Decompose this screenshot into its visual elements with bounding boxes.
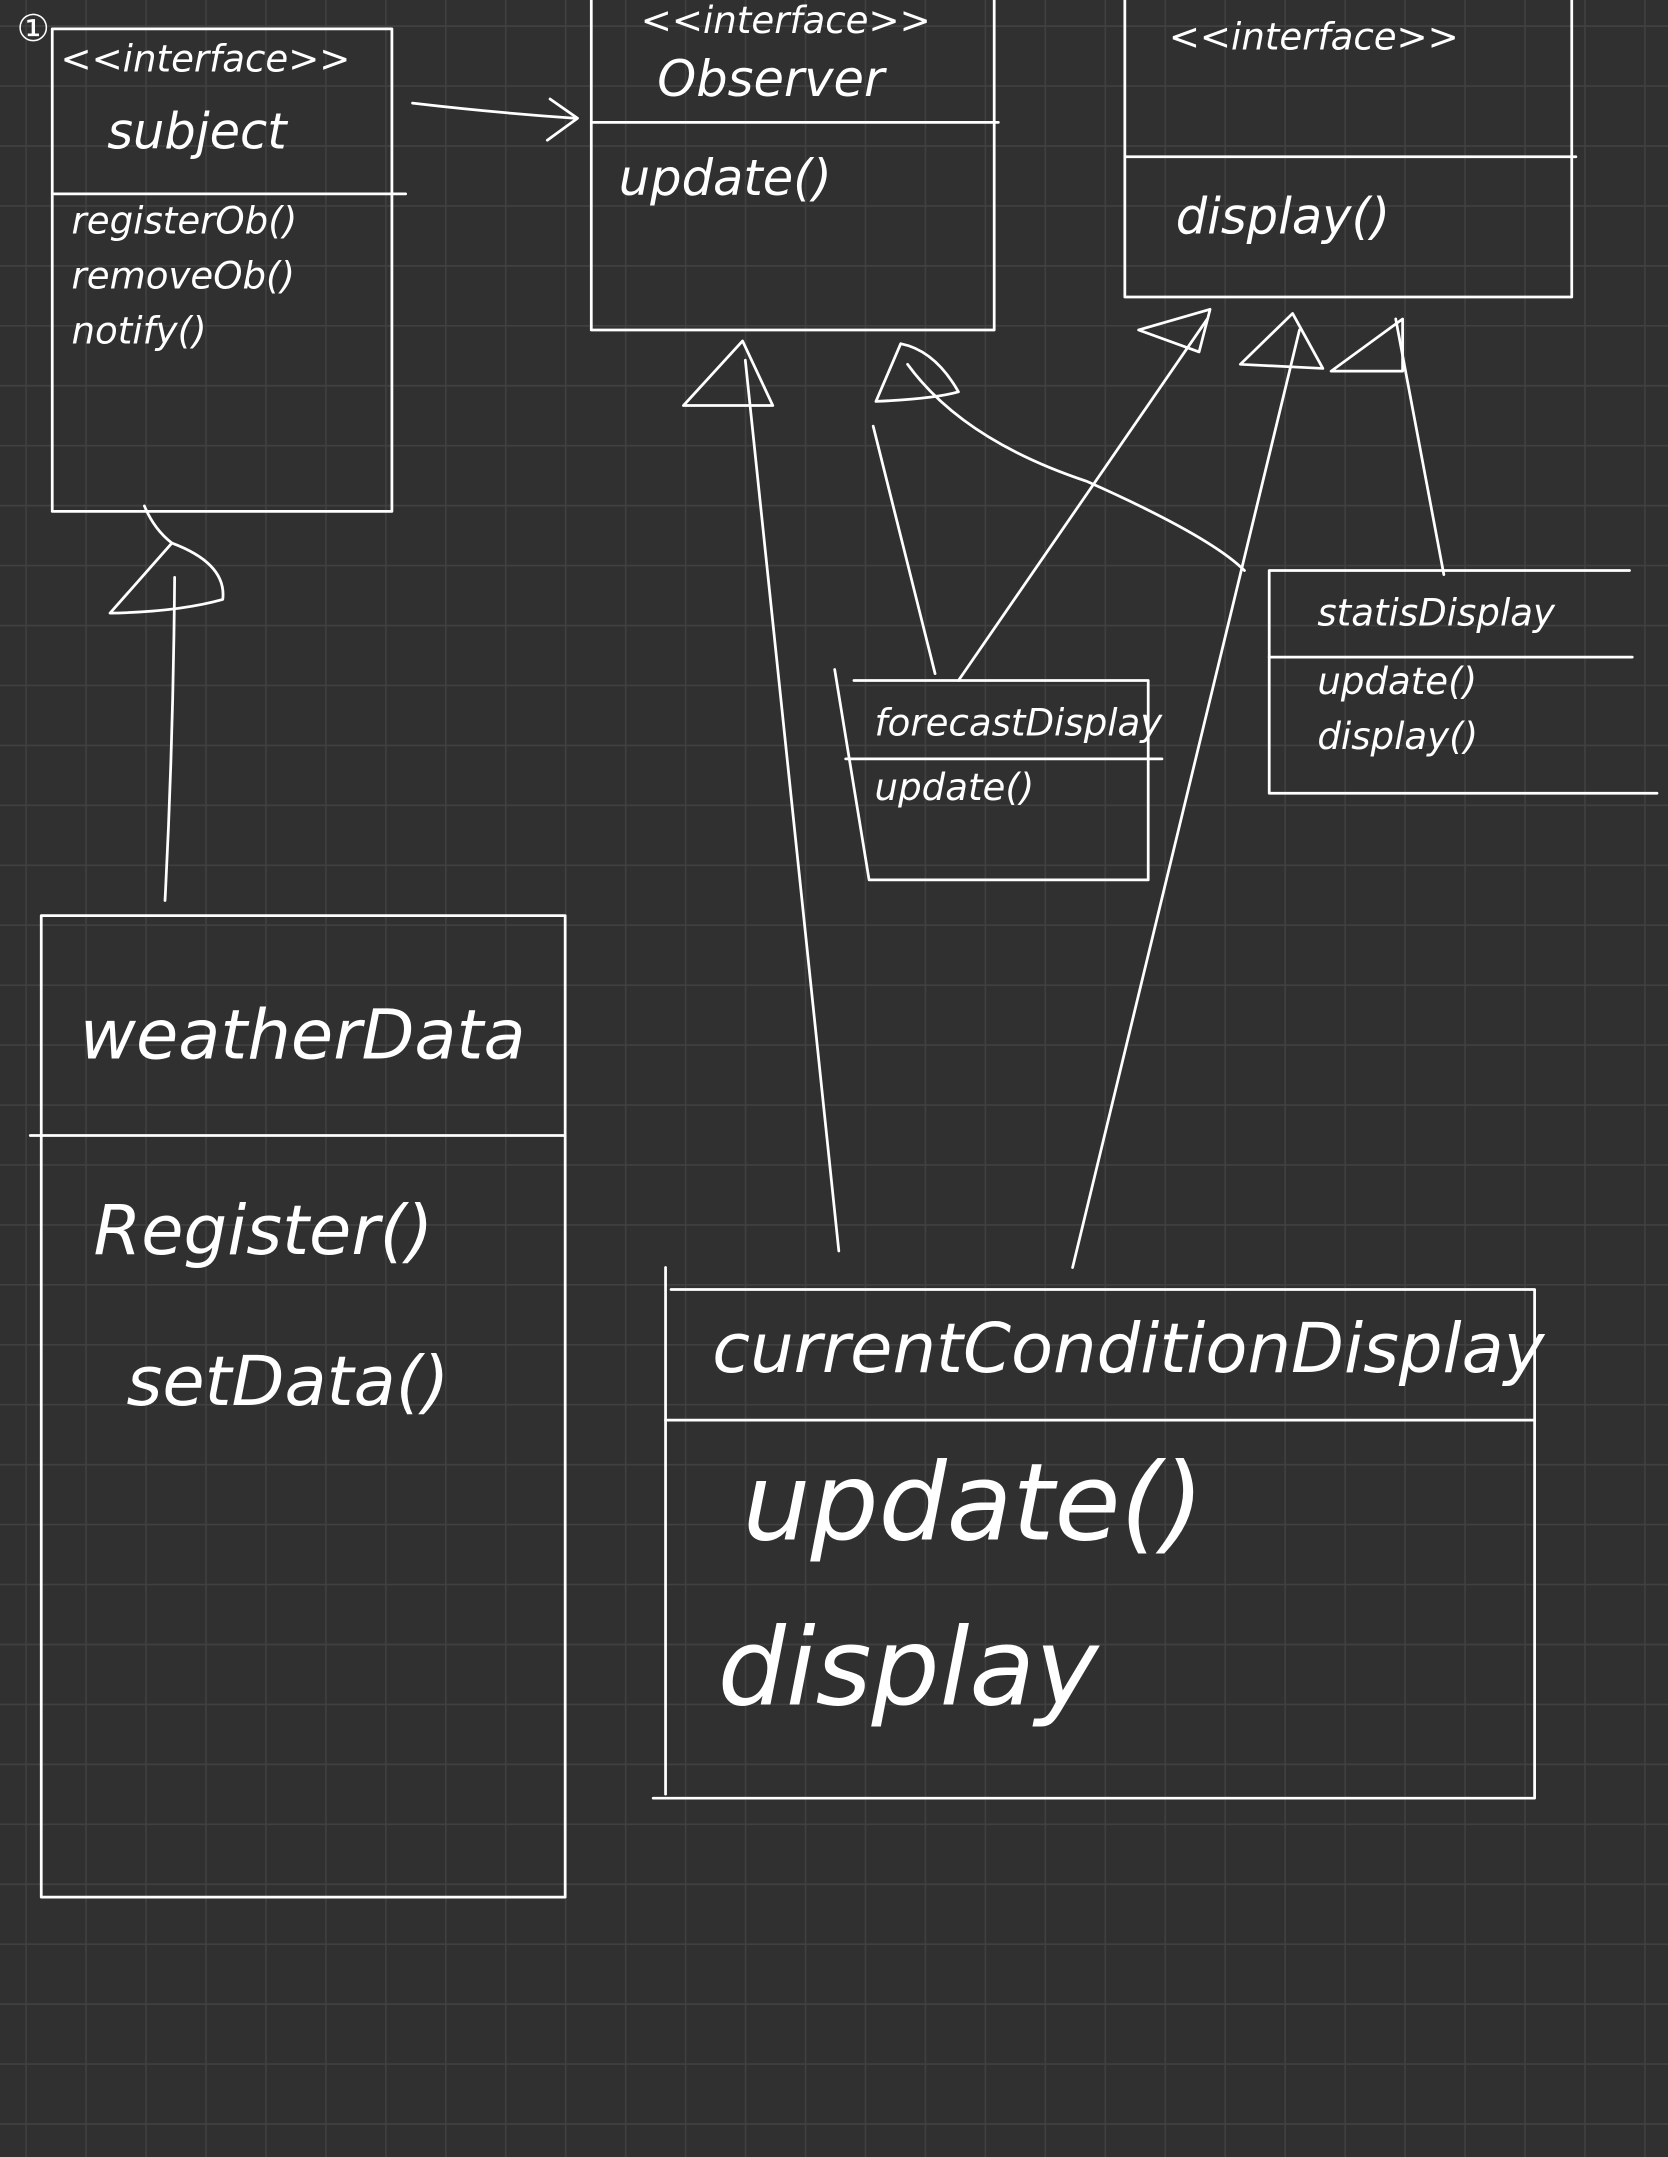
ccd-method: update() (743, 1441, 1205, 1566)
weatherdata-method: setData() (127, 1342, 450, 1422)
subject-name: subject (107, 102, 288, 160)
realization-arrow-ccd-observer (682, 339, 841, 1253)
statis-method: display() (1317, 715, 1478, 758)
forecast-name: forecastDisplay (875, 702, 1164, 745)
display-interface[interactable]: <<interface>> display() (1123, 0, 1578, 299)
weatherdata-method: Register() (94, 1191, 434, 1271)
ccd-method: display (718, 1606, 1100, 1731)
observer-method: update() (619, 149, 832, 207)
statis-name: statisDisplay (1317, 592, 1556, 635)
ccd-name: currentConditionDisplay (712, 1309, 1545, 1389)
subject-method: notify() (72, 310, 207, 353)
observer-name: Observer (657, 50, 887, 108)
realization-arrow-statis-observer (906, 362, 1246, 572)
realization-arrow-ccd-display (1071, 312, 1325, 1269)
currentconditiondisplay-class[interactable]: currentConditionDisplay update() display (651, 1266, 1546, 1800)
statisdisplay-class[interactable]: statisDisplay update() display() (1267, 569, 1659, 795)
ccd-box (651, 1288, 1536, 1800)
realization-arrow-forecast-observer (871, 342, 960, 676)
association-arrow (411, 97, 579, 142)
realization-arrow-statis-display (1329, 317, 1446, 577)
weatherdata-box (39, 914, 567, 1899)
observer-box (589, 0, 996, 332)
statis-box (1267, 569, 1659, 795)
step-marker: ① (17, 7, 50, 50)
display-interface-method: display() (1176, 188, 1390, 246)
statis-method: update() (1317, 660, 1477, 703)
weatherdata-name: weatherData (80, 996, 526, 1076)
observer-stereotype: <<interface>> (641, 0, 931, 42)
subject-method: removeOb() (72, 255, 295, 298)
subject-class[interactable]: <<interface>> subject registerOb() remov… (50, 27, 408, 513)
weatherdata-class[interactable]: weatherData Register() setData() (28, 914, 567, 1899)
realization-arrow-subject (108, 504, 225, 902)
forecast-box (833, 668, 1150, 882)
realization-arrow-forecast-display (957, 307, 1212, 682)
subject-stereotype: <<interface>> (61, 37, 351, 80)
subject-box (50, 27, 394, 513)
observer-interface[interactable]: <<interface>> Observer update() (589, 0, 1000, 332)
subject-method: registerOb() (72, 200, 298, 243)
display-interface-box (1123, 0, 1574, 299)
display-interface-stereotype: <<interface>> (1169, 15, 1459, 58)
forecastdisplay-class[interactable]: forecastDisplay update() (833, 668, 1164, 882)
forecast-method: update() (875, 766, 1035, 809)
